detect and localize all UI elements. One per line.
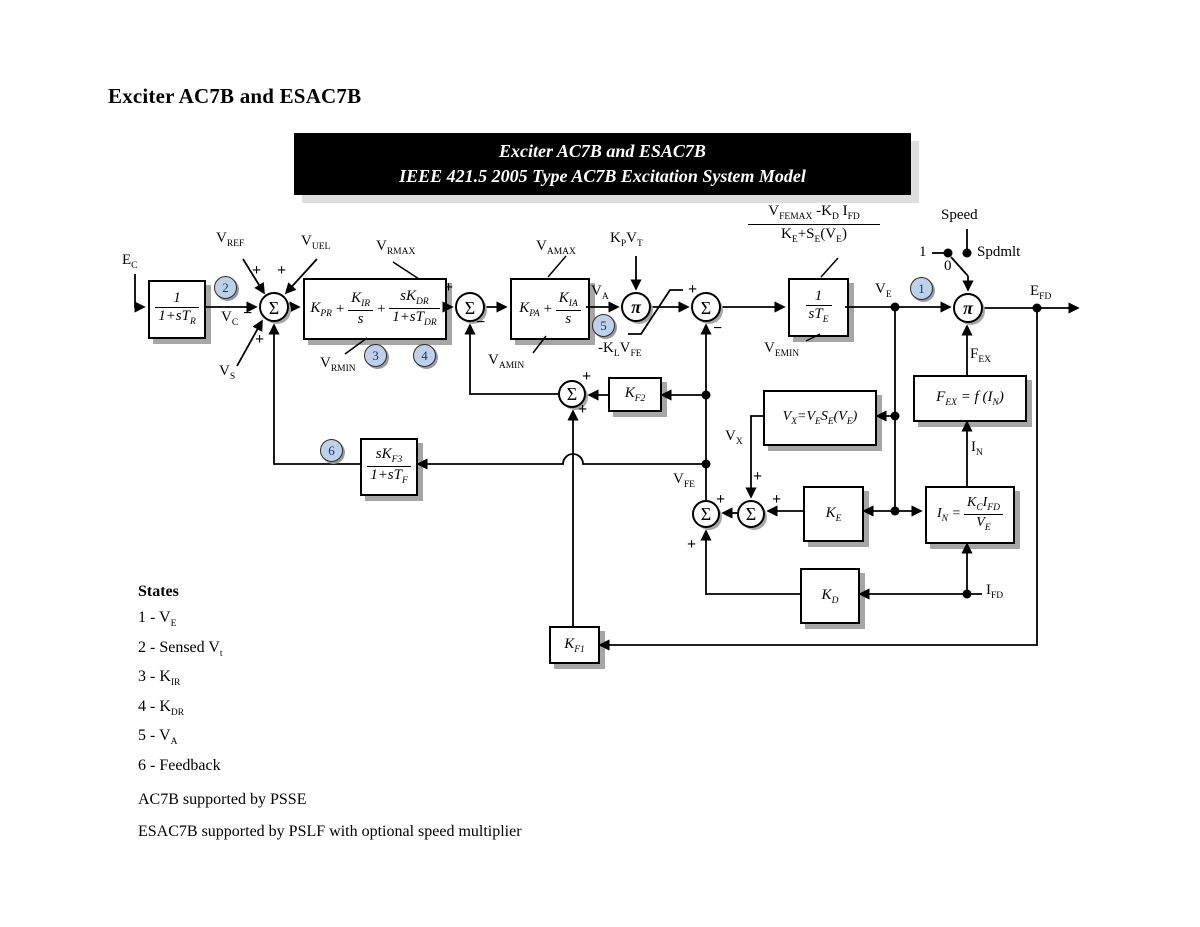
- state-item: 2 - Sensed Vt: [138, 638, 223, 659]
- multiplier-kpvt: π: [621, 292, 653, 324]
- sign-s2-feedback: −: [476, 314, 486, 331]
- svg-text:Σ: Σ: [567, 384, 577, 404]
- label-vx: VX: [725, 428, 743, 447]
- label-vs: VS: [219, 363, 236, 382]
- sign-vc: −: [243, 305, 253, 322]
- state-badge-5: 5: [592, 314, 615, 337]
- states-panel: States 1 - VE 2 - Sensed Vt 3 - KIR 4 - …: [138, 583, 522, 841]
- sign-vref: +: [252, 262, 262, 279]
- label-va: VA: [591, 283, 609, 302]
- summing-junction-vfe-right: Σ: [737, 500, 767, 530]
- state-item: 6 - Feedback: [138, 756, 221, 774]
- sign-s3-in: +: [688, 281, 698, 298]
- sign-pid-out: +: [444, 279, 454, 296]
- label-vref: VREF: [216, 230, 245, 249]
- label-switch-zero: 0: [944, 258, 952, 274]
- block-kf1-gain: KF1: [549, 626, 600, 664]
- state-badge-6: 6: [320, 439, 343, 462]
- label-ifd: IFD: [986, 582, 1004, 601]
- label-kp-vt: KPVT: [610, 230, 643, 249]
- state-item: 5 - VA: [138, 727, 178, 747]
- state-item: 1 - VE: [138, 609, 177, 629]
- state-badge-1: 1: [910, 277, 933, 300]
- note-pslf: ESAC7B supported by PSLF with optional s…: [138, 822, 522, 840]
- header-line1: Exciter AC7B and ESAC7B: [499, 141, 706, 161]
- limiter-symbol: [628, 289, 683, 335]
- label-efd: EFD: [1030, 283, 1052, 302]
- svg-text:π: π: [631, 297, 642, 317]
- header-line2: IEEE 421.5 2005 Type AC7B Excitation Sys…: [399, 166, 806, 186]
- sign-sv2-right: +: [772, 491, 782, 508]
- label-vrmax: VRMAX: [376, 238, 416, 257]
- svg-text:Σ: Σ: [746, 504, 756, 524]
- label-in: IN: [971, 439, 983, 458]
- note-psse: AC7B supported by PSSE: [138, 790, 307, 808]
- svg-text:Σ: Σ: [701, 504, 711, 524]
- svg-text:Σ: Σ: [269, 298, 279, 318]
- summing-junction-main: Σ: [259, 292, 291, 324]
- block-saturation-vx: VX=VESE(VE): [763, 390, 877, 446]
- sign-sv1-right: +: [716, 491, 726, 508]
- state-item: 4 - KDR: [138, 697, 185, 718]
- sign-vuel: +: [277, 262, 287, 279]
- label-ec: EC: [122, 252, 138, 271]
- label-vamax: VAMAX: [536, 238, 576, 257]
- label-vfe: VFE: [673, 471, 695, 490]
- sign-sf-right: +: [582, 368, 592, 385]
- sign-sv1-bottom: +: [687, 536, 697, 553]
- svg-text:Σ: Σ: [701, 298, 711, 318]
- svg-text:π: π: [963, 298, 974, 318]
- label-ve: VE: [875, 281, 892, 300]
- label-speed: Speed: [941, 207, 978, 223]
- label-vemin: VEMIN: [764, 340, 800, 359]
- state-badge-4: 4: [413, 344, 436, 367]
- page-title: Exciter AC7B and ESAC7B: [108, 84, 362, 108]
- label-vamin: VAMIN: [488, 352, 525, 371]
- state-badge-2: 2: [214, 276, 237, 299]
- sign-sf-bottom: +: [578, 401, 588, 418]
- sign-vs: +: [255, 331, 265, 348]
- state-badge-3: 3: [364, 344, 387, 367]
- label-spdmlt: Spdmlt: [977, 244, 1021, 260]
- block-kf2-gain: KF2: [608, 377, 662, 412]
- svg-text:Σ: Σ: [465, 298, 475, 318]
- sign-s3-feedback: −: [713, 320, 723, 337]
- label-vfemax-limit: VFEMAX -KD IFD KE+SE(VE): [748, 203, 880, 245]
- diagram-header-box: Exciter AC7B and ESAC7B IEEE 421.5 2005 …: [294, 133, 911, 195]
- label-switch-one: 1: [919, 244, 927, 260]
- multiplier-speed: π: [953, 293, 985, 325]
- block-ke-gain: KE: [803, 486, 864, 542]
- states-heading: States: [138, 583, 179, 600]
- block-rectifier-fex: FEX = f (IN): [913, 375, 1027, 422]
- label-vuel: VUEL: [301, 233, 331, 252]
- label-vc: VC: [221, 309, 239, 328]
- label-vrmin: VRMIN: [320, 355, 356, 374]
- label-fex: FEX: [970, 346, 992, 365]
- sign-sv2-top: +: [753, 468, 763, 485]
- state-item: 3 - KIR: [138, 668, 181, 688]
- label-kl-vfe: -KLVFE: [598, 340, 642, 359]
- block-kd-gain: KD: [800, 568, 860, 624]
